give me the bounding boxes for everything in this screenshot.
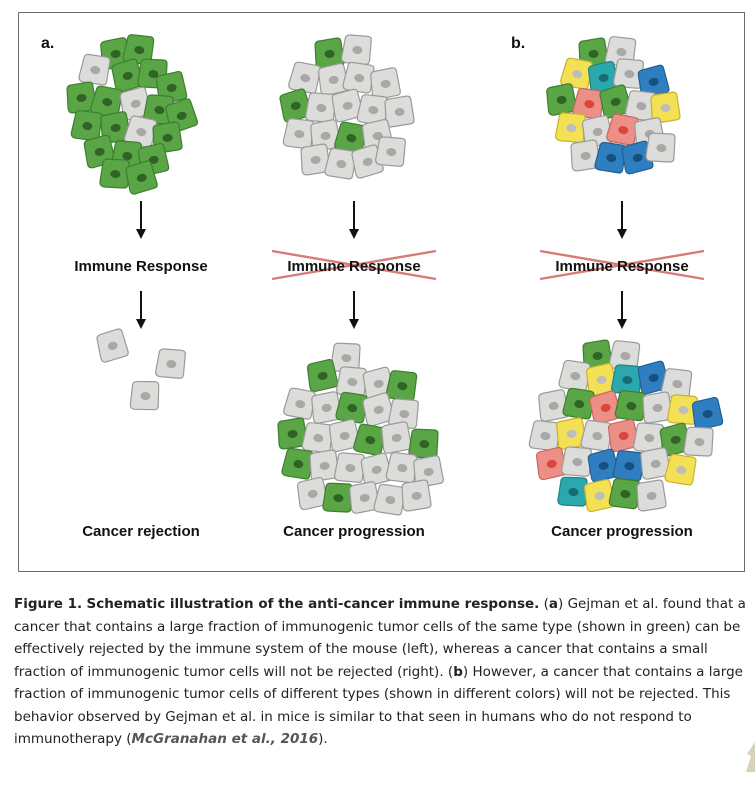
figure-caption: Figure 1. Schematic illustration of the … — [14, 593, 754, 751]
tumor-cell — [528, 420, 561, 452]
tumor-cell — [96, 328, 129, 363]
caption-end: ). — [318, 731, 328, 747]
figure-artwork — [66, 34, 724, 516]
tumor-cell — [384, 95, 415, 128]
tumor-cell — [381, 421, 412, 454]
decorative-corner-shape — [746, 742, 755, 772]
blocked-cross-icon — [271, 249, 437, 281]
tumor-cell — [664, 453, 697, 486]
figure-number: Figure 1. — [14, 596, 83, 612]
tumor-cell — [637, 64, 670, 99]
tumor-cell — [288, 61, 321, 94]
caption-a-letter: a — [548, 596, 559, 612]
tumor-cell — [388, 398, 419, 429]
tumor-cell — [282, 118, 315, 150]
tumor-cell — [334, 452, 365, 483]
tumor-cell — [385, 370, 418, 402]
tumor-cell — [375, 136, 406, 167]
figure-title: Schematic illustration of the anti-cance… — [86, 596, 540, 612]
tumor-cell — [645, 132, 676, 163]
panel-b-letter: b. — [511, 35, 526, 52]
panel-a-letter: a. — [41, 35, 55, 52]
tumor-cell — [125, 160, 158, 195]
tumor-cell — [324, 147, 357, 180]
tumor-cell — [408, 428, 439, 459]
down-arrow-icon — [349, 291, 359, 329]
tumor-cell — [594, 141, 627, 174]
tumor-cell — [580, 419, 613, 452]
tumor-cell — [555, 112, 586, 143]
caption-b-close: ) — [462, 663, 469, 680]
blocked-cross-icon — [539, 249, 705, 281]
tumor-cell — [558, 359, 591, 392]
down-arrow-icon — [136, 201, 146, 239]
tumor-cell — [129, 380, 160, 411]
tumor-cell — [621, 140, 654, 175]
tumor-cell — [370, 67, 401, 100]
tumor-cell — [155, 348, 186, 379]
caption-a-close: ) — [558, 596, 564, 612]
caption-text-a: Gejman et al. found that a cancer that c… — [14, 596, 746, 680]
caption-b-letter: b — [453, 663, 463, 680]
caption-a-open: ( — [543, 596, 549, 612]
tumor-cell — [660, 368, 693, 400]
tumor-cell — [562, 387, 595, 420]
tumor-cell — [557, 476, 588, 507]
caption-b-open: ( — [447, 663, 454, 680]
tumor-cell — [306, 358, 339, 393]
tumor-cell — [70, 110, 103, 142]
tumor-cell — [351, 144, 384, 179]
tumor-cell — [561, 446, 592, 477]
tumor-cell — [301, 422, 334, 454]
immune-response-label-3: Immune Response — [555, 258, 689, 275]
tumor-cell — [353, 423, 386, 456]
immune-response-label-1: Immune Response — [74, 258, 208, 275]
tumor-cell — [636, 479, 667, 512]
down-arrow-icon — [617, 291, 627, 329]
tumor-cell — [331, 88, 364, 123]
immune-response-label-2: Immune Response — [287, 258, 421, 275]
tumor-cell — [317, 62, 350, 97]
tumor-cell — [296, 476, 329, 511]
tumor-cell — [546, 83, 577, 116]
tumor-cell — [322, 482, 353, 513]
down-arrow-icon — [136, 291, 146, 329]
tumor-cell — [613, 58, 644, 89]
tumor-cell — [281, 447, 314, 480]
tumor-cell — [614, 390, 647, 422]
tumor-cell — [305, 92, 336, 123]
tumor-cell — [587, 448, 620, 483]
tumor-cell — [667, 394, 698, 425]
citation-link[interactable]: McGranahan et al., 2016 — [131, 731, 319, 747]
tumor-cell — [373, 483, 406, 516]
cancer-progression-label-1: Cancer progression — [283, 523, 425, 540]
down-arrow-icon — [349, 201, 359, 239]
tumor-cell — [691, 396, 724, 431]
tumor-cell — [612, 450, 645, 482]
tumor-cell — [335, 391, 368, 424]
tumor-cell — [583, 478, 616, 513]
tumor-cell — [78, 53, 111, 86]
tumor-cell — [642, 391, 673, 424]
tumor-cell — [349, 481, 380, 514]
tumor-cell — [342, 61, 375, 94]
tumor-cell — [683, 426, 714, 457]
figure-panel: a. b. Immune Response Immune Response Im… — [18, 12, 745, 572]
tumor-cell — [401, 479, 432, 512]
tumor-cell — [99, 158, 130, 189]
cancer-rejection-label: Cancer rejection — [82, 523, 200, 540]
caption-text-b: However, a cancer that contains a large … — [14, 663, 743, 748]
tumor-cell — [336, 366, 367, 397]
tumor-cell — [283, 387, 316, 420]
tumor-cell — [560, 57, 593, 90]
down-arrow-icon — [617, 201, 627, 239]
tumor-cell — [535, 446, 568, 481]
tumor-cell — [66, 81, 97, 114]
tumor-cell — [341, 34, 372, 65]
cancer-progression-label-2: Cancer progression — [551, 523, 693, 540]
tumor-cell — [300, 143, 331, 176]
tumor-cell — [606, 113, 639, 146]
tumor-cell — [608, 478, 641, 510]
tumor-cell — [385, 452, 418, 484]
